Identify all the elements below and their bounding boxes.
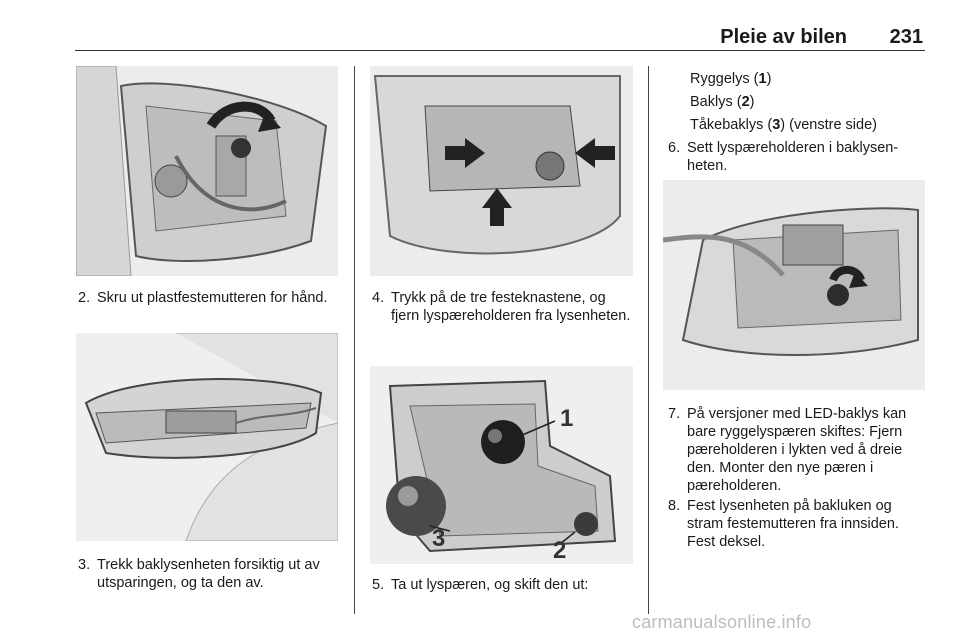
callout-2: 2 (553, 537, 566, 564)
figure-bulb-holder-tabs (370, 66, 633, 276)
step-text: Sett lyspæreholderen i baklysen­heten. (687, 140, 899, 174)
step-3: 3. Trekk baklysenheten forsiktig ut av u… (78, 556, 340, 592)
step-text: Skru ut plastfestemutteren for hånd. (97, 290, 328, 306)
step-text: Trykk på de tre festeknastene, og fjern … (391, 290, 631, 324)
page-number: 231 (889, 26, 923, 48)
step-number: 7. (668, 406, 681, 422)
figure-bulb-positions: 1 3 2 (370, 366, 633, 564)
step-5: 5. Ta ut lyspæren, og skift den ut: (372, 576, 634, 594)
step-number: 5. (372, 577, 385, 593)
step-number: 4. (372, 290, 385, 306)
step-8: 8. Fest lysenheten på bakluken og stram … (668, 497, 930, 551)
step-text: Ta ut lyspæren, og skift den ut: (391, 577, 589, 593)
column-divider-1 (354, 66, 355, 614)
step-text: På versjoner med LED-baklys kan bare ryg… (687, 406, 907, 494)
figure-insert-holder (663, 180, 925, 390)
page-header: Pleie av bilen 231 (75, 22, 925, 51)
step-2: 2. Skru ut plastfestemutteren for hånd. (78, 289, 340, 307)
step-number: 6. (668, 140, 681, 156)
step-6: 6. Sett lyspæreholderen i baklysen­heten… (668, 139, 928, 175)
figure-plastic-nut (76, 66, 338, 276)
watermark: carmanualsonline.info (632, 612, 812, 632)
step-text: Trekk baklysenheten forsiktig ut av utsp… (97, 557, 320, 591)
column-divider-2 (648, 66, 649, 614)
bulb-item-tail: Baklys (2) (690, 94, 755, 110)
callout-1: 1 (560, 405, 573, 432)
step-text: Fest lysenheten på bakluken og stram fes… (687, 498, 899, 550)
step-number: 8. (668, 498, 681, 514)
figure-remove-light-unit (76, 333, 338, 541)
step-number: 2. (78, 290, 91, 306)
bulb-item-fog: Tåkebaklys (3) (venstre side) (690, 117, 877, 133)
step-4: 4. Trykk på de tre festeknastene, og fje… (372, 289, 634, 325)
page-title: Pleie av bilen (720, 26, 847, 48)
step-number: 3. (78, 557, 91, 573)
step-7: 7. På versjoner med LED-baklys kan bare … (668, 405, 930, 495)
bulb-item-reverse: Ryggelys (1) (690, 71, 772, 87)
callout-3: 3 (432, 525, 445, 552)
